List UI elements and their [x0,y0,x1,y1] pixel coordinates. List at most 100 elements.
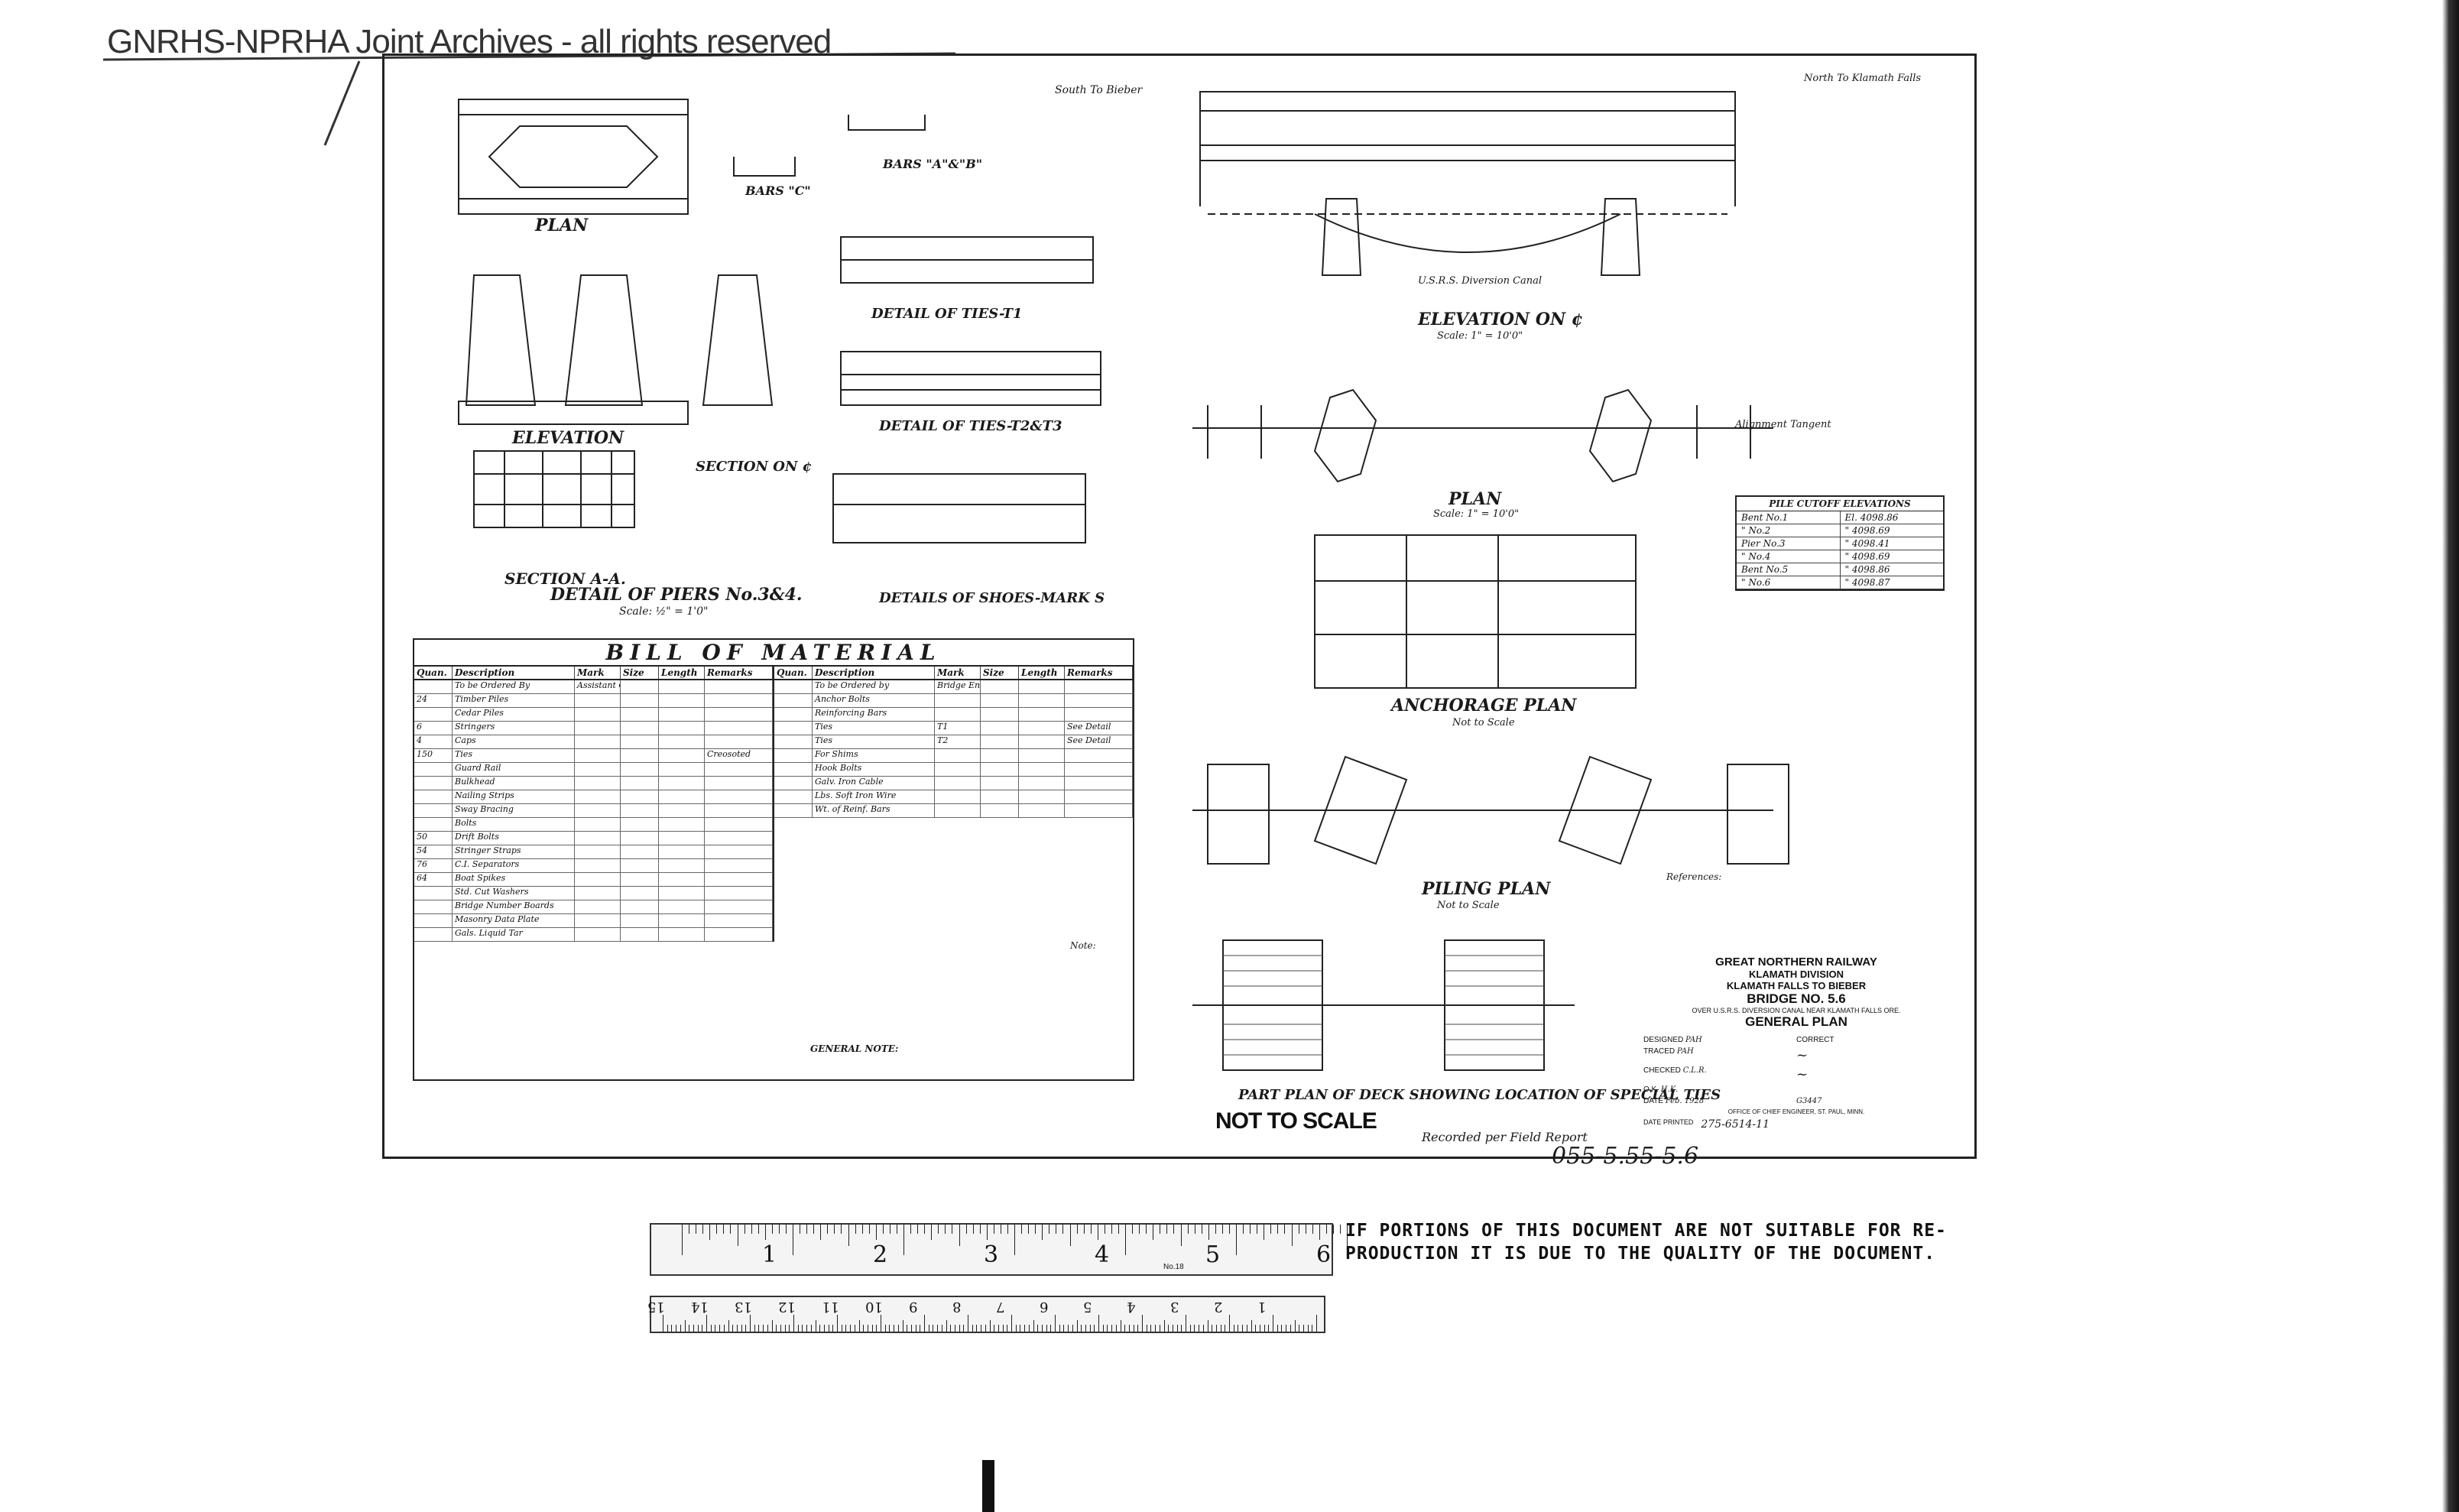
bill-cell [414,777,453,790]
bill-cell: Hook Bolts [813,763,935,776]
ruler-tick [1028,1225,1030,1234]
bill-row: For Shims [774,749,1133,763]
bill-cell: 54 [414,845,453,858]
bill-cell [774,763,813,776]
ruler-tick [1042,1225,1043,1240]
bill-cell [705,680,773,693]
ruler-tick [1094,1325,1095,1332]
bill-cell [621,928,659,941]
ruler-tick [764,1225,766,1240]
ruler-tick [1221,1225,1223,1234]
ruler-cm-label: 9 [909,1299,918,1315]
bill-cell [621,680,659,693]
ruler-tick [1111,1325,1113,1332]
bill-cell: Ties [813,722,935,735]
label-section-aa: SECTION A-A. [504,569,626,588]
ruler-tick [702,1225,704,1234]
bill-cell: Galv. Iron Cable [813,777,935,790]
bill-cell: T1 [935,722,981,735]
signature-1: ~ [1796,1047,1809,1063]
bill-cell [1019,708,1065,721]
cutoff-table-title: PILE CUTOFF ELEVATIONS [1737,497,1943,511]
bill-cell: Sway Bracing [453,804,575,817]
cutoff-cell: " 4098.86 [1844,564,1890,575]
bill-cell [414,708,453,721]
bill-cell [621,873,659,886]
ruler-tick [1325,1225,1327,1234]
ruler-tick [806,1225,808,1234]
ruler-tick [754,1325,755,1332]
bill-cell [621,790,659,803]
cutoff-row: Bent No.5" 4098.86 [1737,563,1943,576]
cutoff-cell: " No.6 [1737,576,1841,589]
date-printed-label: DATE PRINTED [1643,1118,1694,1126]
cutoff-cell: " 4098.69 [1844,551,1890,562]
bill-row: Bolts [414,818,773,832]
ruler-tick [998,1325,999,1332]
bill-cell [621,887,659,900]
ruler-tick [938,1225,939,1234]
ruler-tick [897,1325,899,1332]
label-plan-scale: Scale: 1" = 10'0" [1433,508,1520,520]
bill-cell: Boat Spikes [453,873,575,886]
ruler-tick [858,1320,860,1332]
bill-row: Masonry Data Plate [414,914,773,928]
ruler-tick [771,1225,773,1234]
label-plan-main: PLAN [1448,489,1502,509]
ruler-inch-label: 4 [1095,1241,1110,1268]
ruler-tick [693,1325,694,1332]
bill-cell: To be Ordered By [453,680,575,693]
bill-row: Sway Bracing [414,804,773,818]
bill-cell: Timber Piles [453,694,575,707]
bill-cell [575,859,621,872]
label-piling: PILING PLAN [1422,879,1551,899]
bill-cell [774,722,813,735]
ruler-tick [1332,1225,1334,1234]
bill-cell [981,708,1019,721]
ruler-tick [763,1325,764,1332]
label-plan-pier: PLAN [535,216,589,235]
bill-cell [705,818,773,831]
ruler-tick [963,1325,965,1332]
bill-cell [621,859,659,872]
ruler-tick [945,1225,946,1234]
bill-row: Hook Bolts [774,763,1133,777]
bill-cell [575,790,621,803]
bill-cell [659,777,705,790]
pier-elevation-side [702,274,774,406]
bill-cell [1065,777,1133,790]
ruler-tick [1168,1325,1169,1332]
ruler-tick [1215,1225,1216,1234]
cutoff-cell: Bent No.5 [1737,563,1841,576]
ruler-tick [861,1225,863,1234]
ruler-cm-label: 2 [1214,1299,1223,1315]
bill-cell [414,790,453,803]
bill-header-cell: Remarks [1065,667,1133,679]
ruler-tick [736,1325,738,1332]
ruler-tick [848,1225,849,1246]
elevation-pier-4 [1600,198,1641,276]
bill-cell [705,763,773,776]
ruler-tick [1302,1325,1304,1332]
bill-cell [621,777,659,790]
bill-cell: Gals. Liquid Tar [453,928,575,941]
bill-cell [981,804,1019,817]
ruler-tick [1069,1225,1071,1246]
ruler-tick [1089,1325,1091,1332]
bill-row: Wt. of Reinf. Bars [774,804,1133,818]
bill-cell [621,804,659,817]
ruler-tick [876,1325,878,1332]
bill-cell [414,900,453,913]
bill-cell: Caps [453,735,575,748]
bill-cell [659,818,705,831]
ruler-tick [730,1225,732,1234]
bill-cell [1065,694,1133,707]
section-aa-grid [473,450,635,528]
ruler-tick [1132,1225,1134,1234]
